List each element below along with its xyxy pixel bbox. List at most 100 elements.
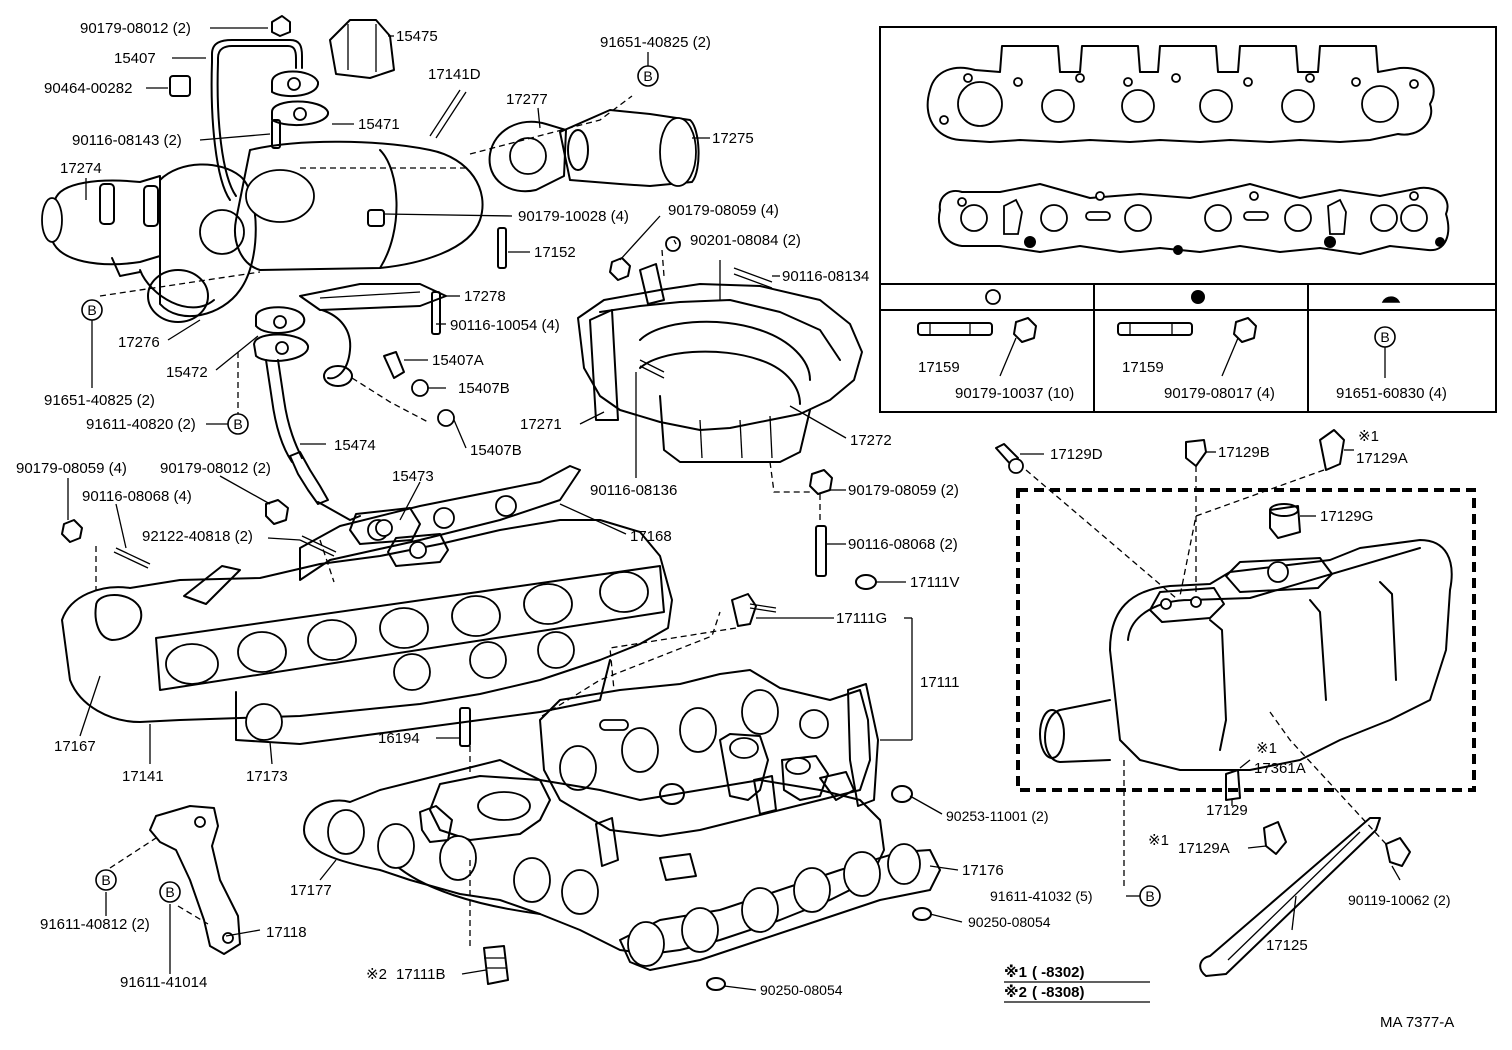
- label-90179-08012-top: 90179-08012 (2): [80, 20, 191, 37]
- label-17111v: 17111V: [910, 574, 960, 591]
- callout-leaders: [67, 27, 1401, 991]
- label-17118: 17118: [266, 924, 307, 941]
- label-90116-08143: 90116-08143 (2): [72, 132, 182, 149]
- intake-chamber-assembly: [577, 236, 863, 577]
- label-92122-40818: 92122-40818 (2): [142, 528, 253, 545]
- label-17272: 17272: [850, 432, 892, 449]
- label-15474: 15474: [334, 437, 376, 454]
- label-17361a: 17361A: [1254, 760, 1306, 777]
- b-mark-1: B: [643, 68, 652, 84]
- label-90116-08134: 90116-08134: [782, 268, 869, 285]
- label-17152: 17152: [534, 244, 576, 261]
- label-17177: 17177: [290, 882, 332, 899]
- b-mark-6: B: [1145, 888, 1154, 904]
- label-91611-40812: 91611-40812 (2): [40, 916, 150, 933]
- filled-circle-symbol: [1191, 290, 1205, 304]
- label-17173: 17173: [246, 768, 288, 785]
- label-90253-11001: 90253-11001 (2): [946, 808, 1048, 824]
- label-15407b-2: 15407B: [470, 442, 522, 459]
- label-90179-08059-right: 90179-08059 (2): [848, 482, 959, 499]
- label-17167: 17167: [54, 738, 96, 755]
- lower-gasket: [938, 183, 1450, 255]
- label-17111g: 17111G: [836, 610, 887, 627]
- label-16194: 16194: [378, 730, 420, 747]
- label-17111b: 17111B: [396, 966, 446, 983]
- label-mark1-17129a-top: ※1: [1358, 428, 1379, 445]
- label-90116-10054: 90116-10054 (4): [450, 317, 560, 334]
- note1-mark: ※1: [1004, 963, 1027, 981]
- label-17141: 17141: [122, 768, 164, 785]
- label-17277: 17277: [506, 91, 548, 108]
- note2-text: ( -8308): [1032, 984, 1085, 1001]
- label-90116-08068-left: 90116-08068 (4): [82, 488, 192, 505]
- label-17129d: 17129D: [1050, 446, 1103, 463]
- gasket-inset-box: B: [879, 26, 1497, 413]
- label-17141d: 17141D: [428, 66, 481, 83]
- label-90179-08017: 90179-08017 (4): [1164, 385, 1275, 402]
- label-15407b-1: 15407B: [458, 380, 510, 397]
- label-90464-00282: 90464-00282: [44, 80, 132, 97]
- label-17276: 17276: [118, 334, 160, 351]
- b-mark-3: B: [233, 416, 242, 432]
- label-17159-a: 17159: [918, 359, 960, 376]
- intake-plenum-assembly: [995, 429, 1476, 977]
- label-90179-08059-left: 90179-08059 (4): [16, 460, 127, 477]
- exhaust-manifold-assembly: [61, 465, 673, 745]
- label-90116-08136: 90116-08136: [590, 482, 677, 499]
- footnotes: ※1 ( -8302) ※2 ( -8308): [1004, 963, 1150, 1003]
- b-mark-2: B: [87, 302, 96, 318]
- label-91611-41032: 91611-41032 (5): [990, 888, 1092, 904]
- label-90179-10028: 90179-10028 (4): [518, 208, 629, 225]
- label-90250-08054-2: 90250-08054: [760, 982, 843, 998]
- label-15407: 15407: [114, 50, 156, 67]
- label-17111: 17111: [920, 674, 960, 691]
- label-90201-08084: 90201-08084 (2): [690, 232, 801, 249]
- label-mark1-17129a-bot: ※1: [1148, 832, 1169, 849]
- label-15473: 15473: [392, 468, 434, 485]
- label-17129g: 17129G: [1320, 508, 1373, 525]
- label-91651-40825-top: 91651-40825 (2): [600, 34, 711, 51]
- b-mark: B: [1380, 329, 1389, 345]
- label-15472: 15472: [166, 364, 208, 381]
- label-mark1-17361a: ※1: [1256, 740, 1277, 757]
- label-17129b: 17129B: [1218, 444, 1270, 461]
- label-17176: 17176: [962, 862, 1004, 879]
- upper-gasket: [926, 45, 1435, 143]
- b-mark-4: B: [101, 872, 110, 888]
- label-91651-40825-left: 91651-40825 (2): [44, 392, 155, 409]
- label-90179-08012-mid: 90179-08012 (2): [160, 460, 271, 477]
- label-91611-40820: 91611-40820 (2): [86, 416, 196, 433]
- label-15471: 15471: [358, 116, 400, 133]
- half-circle-symbol: [1381, 296, 1401, 303]
- label-17271: 17271: [520, 416, 562, 433]
- label-17129: 17129: [1206, 802, 1248, 819]
- leader-lines-top-left: [95, 95, 633, 590]
- label-90119-10062: 90119-10062 (2): [1348, 892, 1450, 908]
- label-17129a-bot: 17129A: [1178, 840, 1230, 857]
- label-17125: 17125: [1266, 937, 1308, 954]
- b-mark-5: B: [165, 884, 174, 900]
- part-number-labels: 90179-08012 (2) 15407 90464-00282 90116-…: [16, 20, 1450, 998]
- label-17129a-top: 17129A: [1356, 450, 1408, 467]
- label-90250-08054-1: 90250-08054: [968, 914, 1051, 930]
- figure-id: MA 7377-A: [1380, 1014, 1454, 1031]
- label-15407a: 15407A: [432, 352, 484, 369]
- label-90179-10037: 90179-10037 (10): [955, 385, 1074, 402]
- label-mark2-17111b: ※2: [366, 966, 387, 983]
- label-91651-60830: 91651-60830 (4): [1336, 385, 1447, 402]
- note2-mark: ※2: [1004, 983, 1027, 1001]
- open-circle-symbol: [985, 289, 1001, 305]
- turbocharger-assembly: [41, 15, 700, 569]
- label-17275: 17275: [712, 130, 754, 147]
- label-15475: 15475: [396, 28, 438, 45]
- label-17278: 17278: [464, 288, 506, 305]
- label-17274: 17274: [60, 160, 102, 177]
- intake-manifold-assembly: [303, 574, 941, 991]
- b-markers: B B B B B B: [81, 65, 1161, 907]
- label-90179-08059-mid: 90179-08059 (4): [668, 202, 779, 219]
- note1-text: ( -8302): [1032, 964, 1085, 981]
- label-91611-41014: 91611-41014: [120, 974, 207, 991]
- label-17168: 17168: [630, 528, 672, 545]
- bracket-17118: [109, 805, 241, 955]
